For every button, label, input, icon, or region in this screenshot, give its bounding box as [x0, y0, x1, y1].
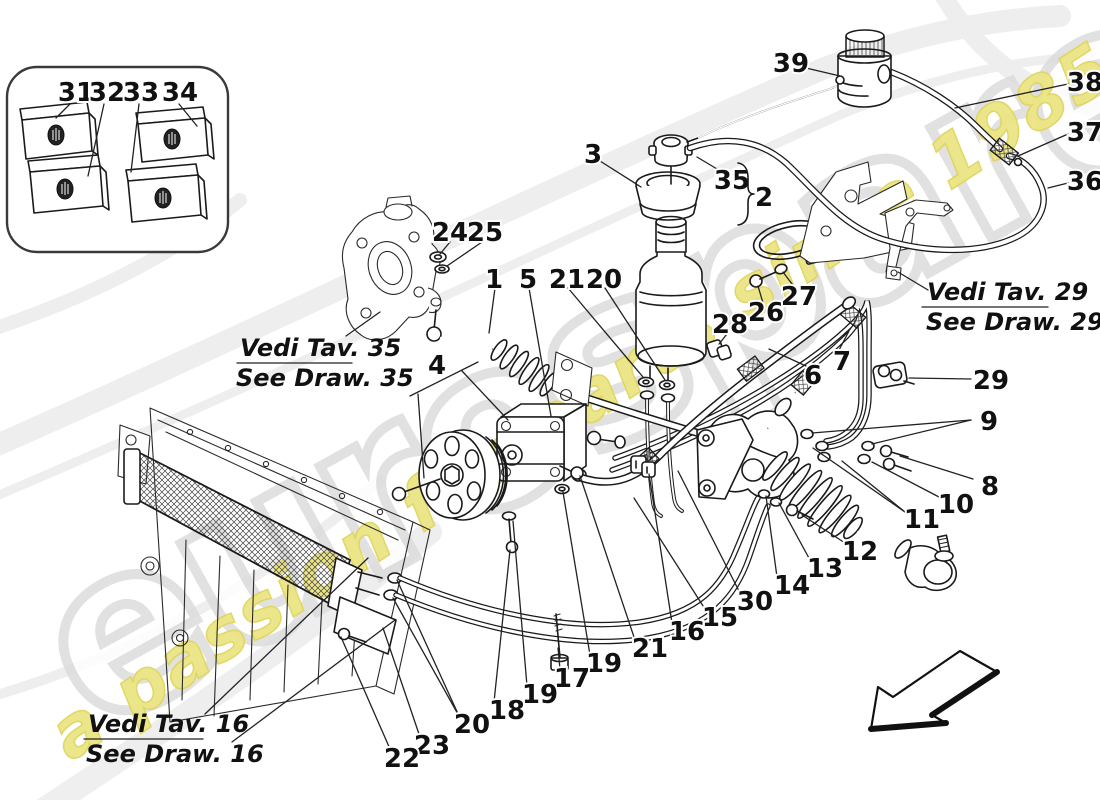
part-label-26: 26	[748, 298, 784, 328]
steering-rack-housing	[696, 370, 816, 500]
part-label-21b: 21	[632, 634, 668, 664]
part-label-28: 28	[712, 310, 748, 340]
part-label-10: 10	[938, 490, 974, 520]
part-label-32: 32	[89, 78, 125, 108]
part-label-3: 3	[584, 140, 602, 170]
part-label-22: 22	[384, 744, 420, 774]
part-label-33: 33	[123, 78, 159, 108]
part-label-20b: 20	[454, 710, 490, 740]
part-label-19b: 19	[522, 680, 558, 710]
note-tav35-line2: See Draw. 35	[236, 364, 414, 392]
note-tav16: Vedi Tav. 16 See Draw. 16	[83, 710, 264, 768]
part-label-20: 20	[586, 265, 622, 295]
pipe-clamp-29	[872, 361, 915, 389]
part-label-31: 31	[58, 78, 94, 108]
part-label-9: 9	[980, 407, 998, 437]
part-label-25: 25	[467, 218, 503, 248]
cover-34	[135, 106, 215, 163]
filler-funnel	[635, 171, 701, 221]
pump-hardware	[501, 466, 584, 671]
part-label-39: 39	[773, 49, 809, 79]
leader-lines	[55, 67, 1069, 750]
part-label-16: 16	[669, 617, 705, 647]
note-tav29-line2: See Draw. 29	[926, 308, 1100, 336]
part-label-29: 29	[973, 366, 1009, 396]
note-tav35-line1: Vedi Tav. 35	[240, 334, 401, 362]
note-tav29: Vedi Tav. 29 See Draw. 29	[921, 278, 1100, 336]
note-tav35: Vedi Tav. 35 See Draw. 35	[236, 334, 414, 392]
note-tav16-line1: Vedi Tav. 16	[88, 710, 249, 738]
part-label-15: 15	[702, 603, 738, 633]
reservoir-cap	[648, 134, 699, 185]
knuckle-washers	[429, 251, 450, 274]
part-label-38: 38	[1067, 68, 1100, 98]
part-label-7: 7	[833, 347, 851, 377]
pulley-bolt	[391, 478, 441, 502]
direction-arrow	[868, 649, 1000, 732]
hose-38	[887, 68, 1004, 153]
part-label-36: 36	[1067, 167, 1100, 197]
fitting-37	[989, 137, 1023, 167]
note-tav16-line2: See Draw. 16	[86, 740, 264, 768]
part-label-6: 6	[804, 361, 822, 391]
rack-fasteners	[757, 428, 912, 520]
part-label-21: 21	[549, 265, 585, 295]
part-label-30: 30	[737, 587, 773, 617]
note-tav29-line1: Vedi Tav. 29	[927, 278, 1088, 306]
part-label-37: 37	[1067, 118, 1100, 148]
part-label-17: 17	[554, 664, 590, 694]
cooler-pipes	[393, 495, 771, 645]
part-label-8: 8	[981, 472, 999, 502]
right-tie-rod-end	[856, 530, 957, 592]
part-label-11: 11	[904, 505, 940, 535]
brace-2	[737, 162, 755, 226]
part-label-34: 34	[162, 78, 198, 108]
bracket-bolt-26	[749, 263, 788, 288]
reservoir-washers	[637, 376, 676, 403]
inset-box	[5, 65, 230, 254]
part-label-19: 19	[586, 649, 622, 679]
cover-31	[19, 101, 99, 160]
pump-union-fittings	[586, 430, 626, 449]
part-label-14: 14	[774, 571, 810, 601]
rack-bellows	[762, 451, 863, 540]
part-label-4: 4	[428, 351, 446, 381]
remote-reservoir-39	[835, 29, 892, 108]
steering-knuckle	[341, 195, 442, 341]
part-label-1: 1	[485, 265, 503, 295]
part-label-23: 23	[414, 731, 450, 761]
group-4-line	[409, 361, 509, 479]
part-label-5: 5	[519, 265, 537, 295]
part-label-13: 13	[807, 554, 843, 584]
hose-36	[686, 137, 1047, 254]
part-label-2: 2	[755, 183, 773, 213]
part-label-27: 27	[781, 282, 817, 312]
cover-32	[27, 154, 110, 214]
clip-16	[630, 455, 656, 478]
pump-pulley	[418, 429, 508, 521]
cover-33	[125, 163, 208, 223]
part-label-24: 24	[432, 218, 468, 248]
fluid-reservoir	[635, 215, 707, 387]
part-label-35: 35	[714, 166, 750, 196]
part-label-12: 12	[842, 537, 878, 567]
oil-cooler	[123, 448, 403, 655]
callouts: 31 32 33 34 39 38 37 36 3 35 2 24 25 1 5…	[56, 47, 1100, 776]
part-label-18: 18	[489, 696, 525, 726]
